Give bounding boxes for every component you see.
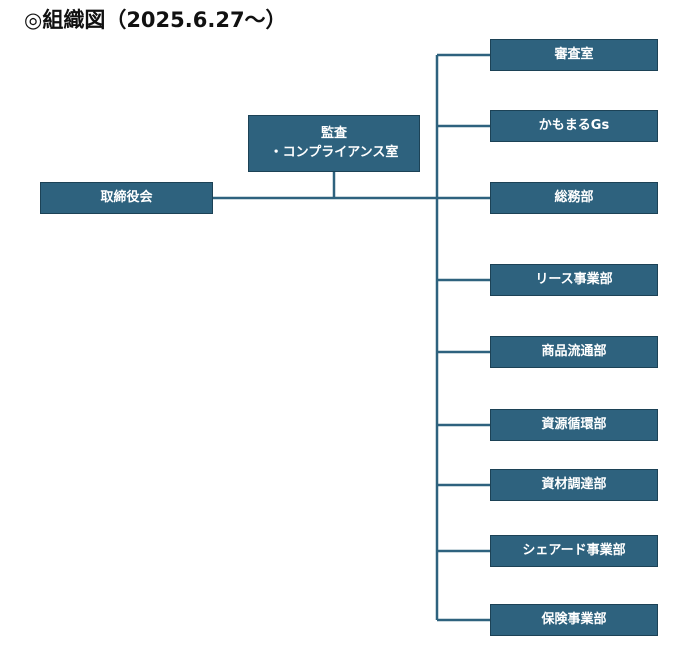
board-box: 取締役会 xyxy=(40,182,213,214)
department-box-kamomaru: かもまるGs xyxy=(490,110,658,142)
department-box-shigen: 資源循環部 xyxy=(490,409,658,441)
department-box-shizai: 資材調達部 xyxy=(490,469,658,501)
audit-label-line1: 監査 xyxy=(320,125,347,141)
department-label: 総務部 xyxy=(554,189,594,205)
department-box-hoken: 保険事業部 xyxy=(490,604,658,636)
department-box-lease: リース事業部 xyxy=(490,264,658,296)
board-label: 取締役会 xyxy=(100,189,153,205)
department-box-soumu: 総務部 xyxy=(490,182,658,214)
department-label: シェアード事業部 xyxy=(522,542,626,558)
department-label: 保険事業部 xyxy=(541,611,607,627)
department-label: リース事業部 xyxy=(535,271,613,287)
department-label: 商品流通部 xyxy=(541,343,607,359)
audit-label-line2: ・コンプライアンス室 xyxy=(269,144,399,160)
department-label: 資材調達部 xyxy=(541,476,607,492)
department-box-shohin: 商品流通部 xyxy=(490,336,658,368)
page-title: ◎組織図（2025.6.27～） xyxy=(24,8,287,32)
department-label: かもまるGs xyxy=(538,117,610,133)
department-box-shared: シェアード事業部 xyxy=(490,535,658,567)
department-label: 審査室 xyxy=(554,46,594,62)
audit-compliance-box: 監査 ・コンプライアンス室 xyxy=(248,115,420,172)
department-box-shinsa: 審査室 xyxy=(490,39,658,71)
department-label: 資源循環部 xyxy=(541,416,607,432)
